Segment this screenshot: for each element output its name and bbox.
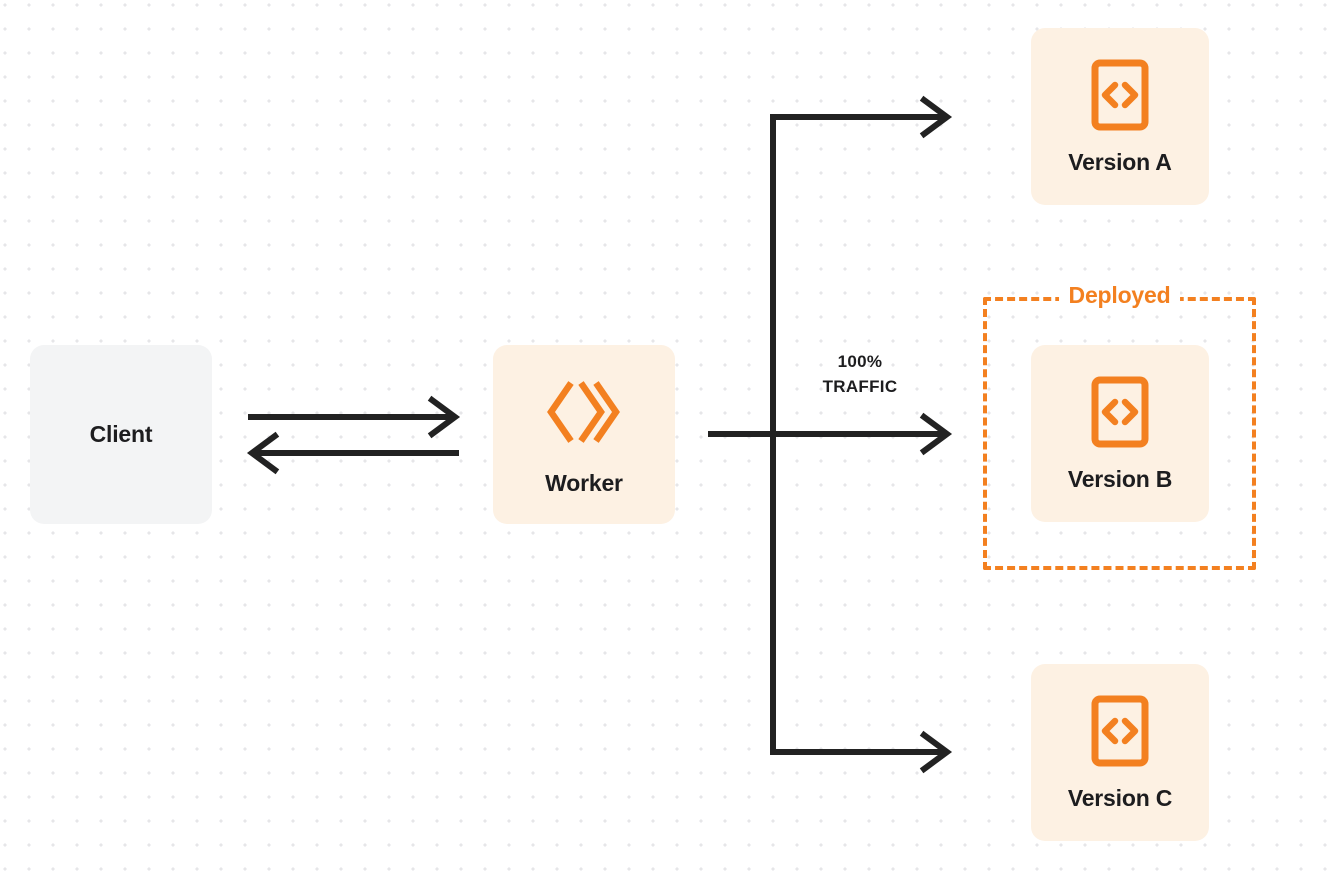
deployed-group-label: Deployed: [1058, 284, 1181, 307]
node-worker[interactable]: Worker: [493, 345, 675, 524]
node-version-b-label: Version B: [1067, 466, 1173, 492]
node-client-label: Client: [89, 421, 153, 447]
code-brackets-icon: [1091, 59, 1149, 131]
node-version-c-label: Version C: [1067, 785, 1173, 811]
arrow-worker-to-client: [246, 431, 459, 475]
arrow-worker-to-version-b: [708, 412, 953, 456]
node-version-a[interactable]: Version A: [1031, 28, 1209, 205]
cloudflare-workers-icon: [546, 374, 622, 450]
node-client[interactable]: Client: [30, 345, 212, 524]
traffic-annotation: 100% TRAFFIC: [786, 350, 934, 399]
code-brackets-icon: [1091, 695, 1149, 767]
traffic-percent: 100%: [837, 352, 883, 371]
node-version-b[interactable]: Version B: [1031, 345, 1209, 522]
node-version-c[interactable]: Version C: [1031, 664, 1209, 841]
traffic-caption: TRAFFIC: [822, 376, 898, 396]
node-version-a-label: Version A: [1068, 149, 1172, 175]
arrow-worker-to-version-a: [770, 95, 953, 139]
deployed-group: Deployed: [983, 284, 1256, 570]
arrow-worker-to-version-c: [770, 730, 953, 774]
node-worker-label: Worker: [545, 470, 623, 496]
code-brackets-icon: [1091, 376, 1149, 448]
arrow-client-to-worker: [248, 395, 461, 439]
